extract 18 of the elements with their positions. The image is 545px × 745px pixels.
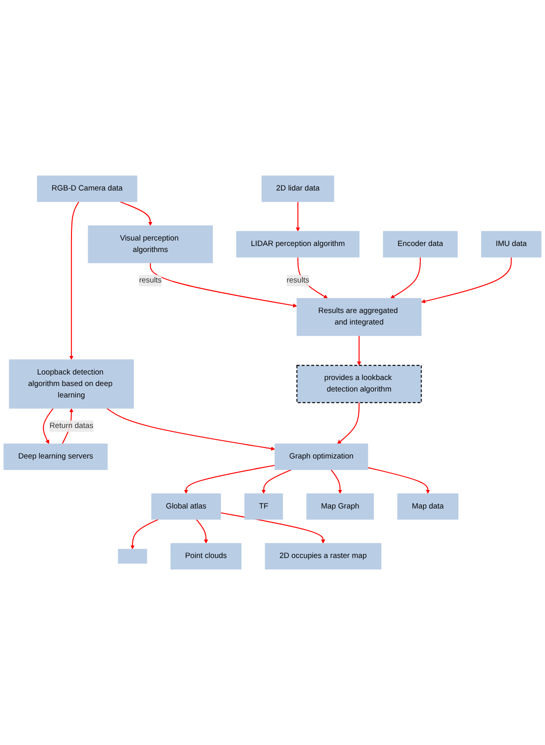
- arrow: [367, 467, 430, 494]
- arrow: [196, 518, 208, 544]
- arrow: [184, 464, 276, 494]
- arrow: [69, 201, 80, 360]
- arrow: [297, 256, 328, 299]
- arrow: [130, 518, 159, 550]
- arrow: [296, 201, 300, 232]
- arrow: [357, 335, 362, 366]
- arrow: [150, 262, 298, 308]
- arrow: [330, 469, 342, 494]
- arrow: [42, 408, 54, 444]
- arrow: [390, 256, 421, 299]
- arrow: [337, 402, 360, 444]
- node-box: [118, 548, 148, 564]
- arrow: [119, 201, 152, 226]
- arrow: [262, 469, 292, 494]
- arrow: [106, 408, 276, 451]
- arrow: [421, 256, 512, 304]
